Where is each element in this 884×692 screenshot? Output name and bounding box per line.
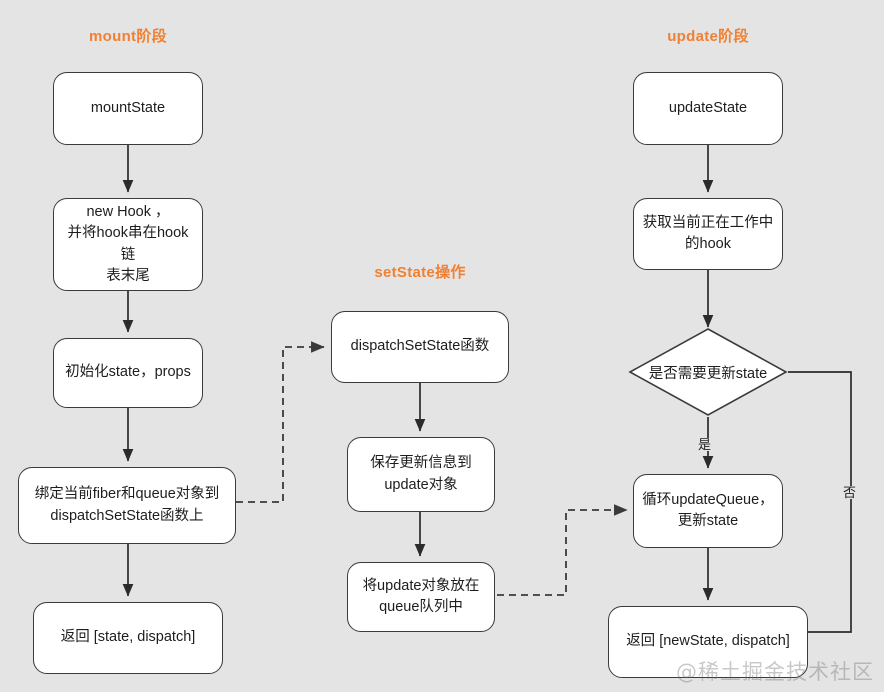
title-setstate-operation: setState操作 [374, 264, 466, 281]
node-new-hook[interactable]: new Hook ， 并将hook串在hook链 表末尾 [53, 198, 203, 291]
node-label: mountState [90, 99, 166, 116]
node-push-update-queue[interactable]: 将update对象放在 queue队列中 [347, 562, 495, 632]
node-need-update-state[interactable]: 是否需要更新state [628, 327, 788, 417]
node-loop-update-queue[interactable]: 循环updateQueue， 更新state [633, 474, 783, 548]
diamond-shape [628, 328, 788, 416]
node-label: 绑定当前fiber和queue对象到 dispatchSetState函数上 [34, 486, 220, 524]
node-label: updateState [668, 99, 748, 116]
node-bind-fiber-queue[interactable]: 绑定当前fiber和queue对象到 dispatchSetState函数上 [18, 467, 236, 544]
node-return-newstate-dispatch[interactable]: 返回 [newState, dispatch] [608, 606, 808, 678]
node-label: new Hook ， 并将hook串在hook链 表末尾 [67, 204, 189, 284]
node-label: 获取当前正在工作中 的hook [642, 214, 774, 252]
watermark: @稀土掘金技术社区 [676, 660, 874, 684]
edge-label-yes: 是 [696, 437, 714, 452]
node-return-state-dispatch[interactable]: 返回 [state, dispatch] [33, 602, 223, 674]
node-label: 是否需要更新state [648, 365, 768, 382]
node-label: 返回 [newState, dispatch] [626, 633, 790, 650]
node-update-state[interactable]: updateState [633, 72, 783, 145]
node-get-working-hook[interactable]: 获取当前正在工作中 的hook [633, 198, 783, 270]
title-update-phase: update阶段 [667, 28, 749, 45]
title-mount-phase: mount阶段 [89, 28, 167, 45]
node-label: 将update对象放在 queue队列中 [362, 577, 480, 615]
node-label: 循环updateQueue， 更新state [642, 491, 774, 529]
node-mount-state[interactable]: mountState [53, 72, 203, 145]
edge-label-no: 否 [841, 485, 859, 500]
node-save-update-object[interactable]: 保存更新信息到 update对象 [347, 437, 495, 512]
node-dispatch-setstate-fn[interactable]: dispatchSetState函数 [331, 311, 509, 383]
node-label: dispatchSetState函数 [350, 338, 490, 355]
node-label: 保存更新信息到 update对象 [370, 455, 472, 493]
node-init-state-props[interactable]: 初始化state，props [53, 338, 203, 408]
node-label: 返回 [state, dispatch] [60, 629, 196, 646]
node-label: 初始化state，props [65, 364, 191, 381]
